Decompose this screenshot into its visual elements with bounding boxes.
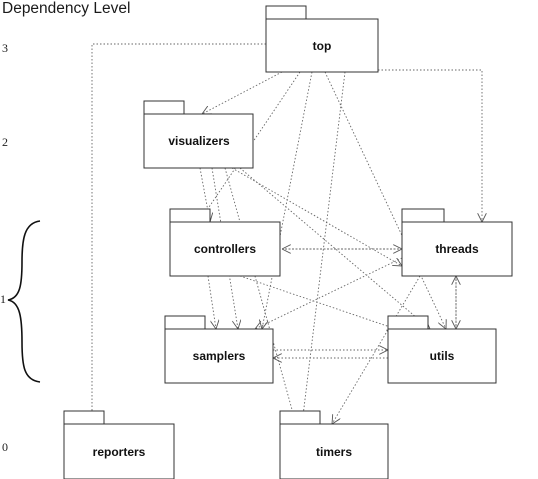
dependency-arrow-top-to-utils	[324, 71, 446, 329]
dependency-arrow-threads-to-samplers	[255, 257, 403, 329]
package-controllers-label: controllers	[194, 242, 256, 256]
package-utils-label: utils	[430, 349, 455, 363]
package-controllers[interactable]: controllers	[169, 208, 281, 277]
dependency-arrow-top-to-controllers	[199, 71, 301, 222]
dependency-arrow-visualizers-to-utils	[239, 167, 430, 329]
package-samplers-label: samplers	[193, 349, 246, 363]
level-1-brace	[7, 220, 41, 383]
dependency-arrow-threads-to-timers	[332, 275, 421, 424]
dependency-arrow-controllers-to-utils	[239, 275, 396, 329]
dependency-arrow-controllers-to-samplers	[207, 275, 216, 329]
diagram-title: Dependency Level	[2, 0, 131, 17]
package-timers[interactable]: timers	[279, 410, 389, 479]
level-3-label: 3	[2, 41, 8, 55]
level-0-label: 0	[2, 440, 8, 454]
package-top-label: top	[313, 39, 332, 53]
dependency-arrow-top-to-reporters	[92, 43, 266, 424]
package-utils[interactable]: utils	[387, 315, 497, 384]
level-2-label: 2	[2, 135, 8, 149]
level-1-label: 1	[0, 292, 6, 306]
dependency-arrow-top-to-visualizers	[202, 71, 283, 114]
package-threads[interactable]: threads	[401, 208, 513, 277]
dependency-arrow-top-to-samplers	[262, 71, 313, 329]
package-visualizers[interactable]: visualizers	[143, 100, 254, 169]
package-timers-label: timers	[316, 445, 352, 459]
package-top[interactable]: top	[265, 5, 379, 73]
dependency-arrow-top-to-timers	[302, 71, 346, 424]
package-visualizers-label: visualizers	[168, 134, 230, 148]
dependency-arrow-visualizers-to-timers	[224, 167, 296, 424]
package-threads-label: threads	[435, 242, 479, 256]
package-reporters[interactable]: reporters	[63, 410, 175, 479]
package-samplers[interactable]: samplers	[164, 315, 274, 384]
dependency-arrow-top-to-threads	[378, 69, 482, 222]
package-reporters-label: reporters	[93, 445, 146, 459]
dependency-arrow-visualizers-to-threads	[231, 167, 402, 266]
